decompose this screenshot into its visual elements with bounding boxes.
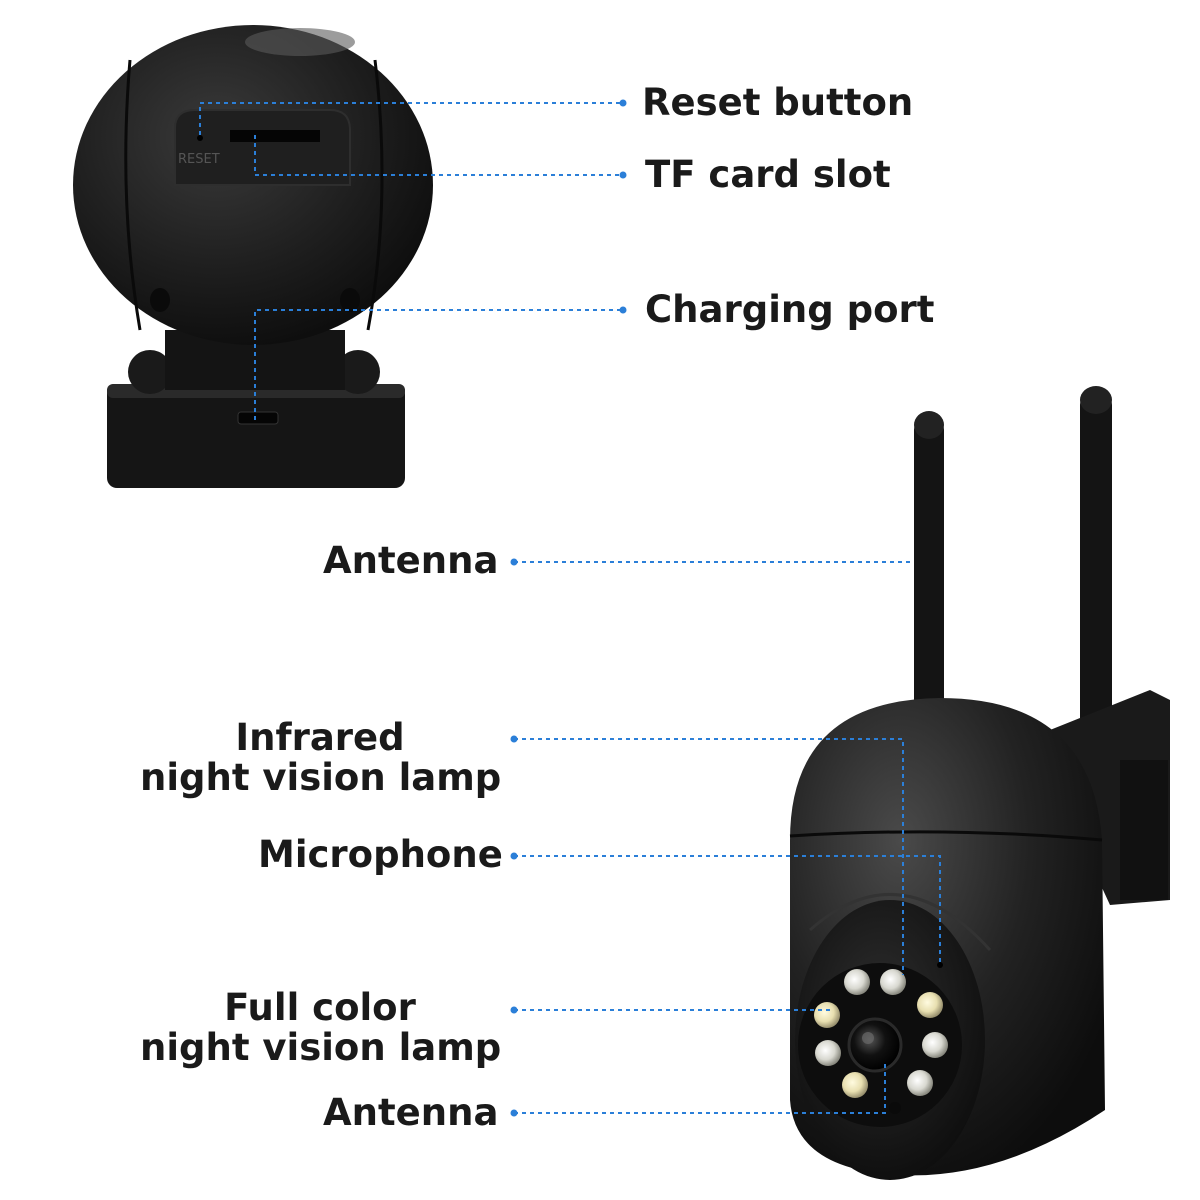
reset-marking: RESET (178, 152, 220, 167)
infrared-lamp-label-line2: night vision lamp (140, 756, 502, 799)
tf-card-slot-label: TF card slot (645, 153, 891, 196)
front-view-camera (789, 386, 1170, 1180)
reset-button-label: Reset button (642, 81, 914, 124)
antenna-bottom-label: Antenna (323, 1091, 499, 1134)
rear-view-camera (73, 25, 433, 488)
infrared-lamp-label-line1: Infrared (235, 716, 405, 759)
callout-lines (199, 102, 941, 1114)
charging-port-label: Charging port (645, 288, 935, 331)
full-color-lamp-label-line2: night vision lamp (140, 1026, 502, 1069)
callout-dots (510, 99, 627, 1117)
full-color-lamp-label: Full color night vision lamp (140, 986, 502, 1069)
antenna-top-label: Antenna (323, 539, 499, 582)
infrared-lamp-label: Infrared night vision lamp (140, 716, 502, 799)
full-color-lamp-label-line1: Full color (224, 986, 416, 1029)
microphone-label: Microphone (258, 833, 503, 876)
